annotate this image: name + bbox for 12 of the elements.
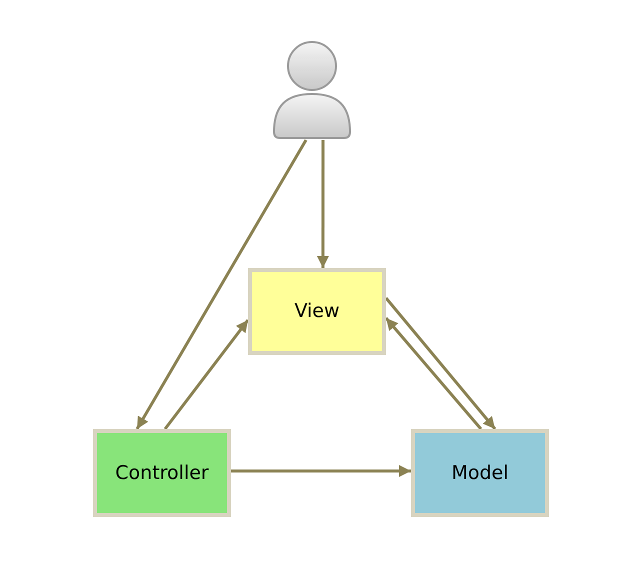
arrow [316, 140, 329, 268]
process-box [93, 429, 231, 517]
arrow [384, 297, 496, 430]
box-label: Model [451, 460, 509, 486]
process-box [248, 268, 386, 355]
box-label: Controller [115, 460, 209, 486]
arrow [231, 464, 411, 477]
arrow [164, 319, 250, 430]
arrow [384, 317, 482, 430]
arrow [136, 139, 308, 430]
process-box [411, 429, 549, 517]
box-label: View [294, 299, 340, 324]
